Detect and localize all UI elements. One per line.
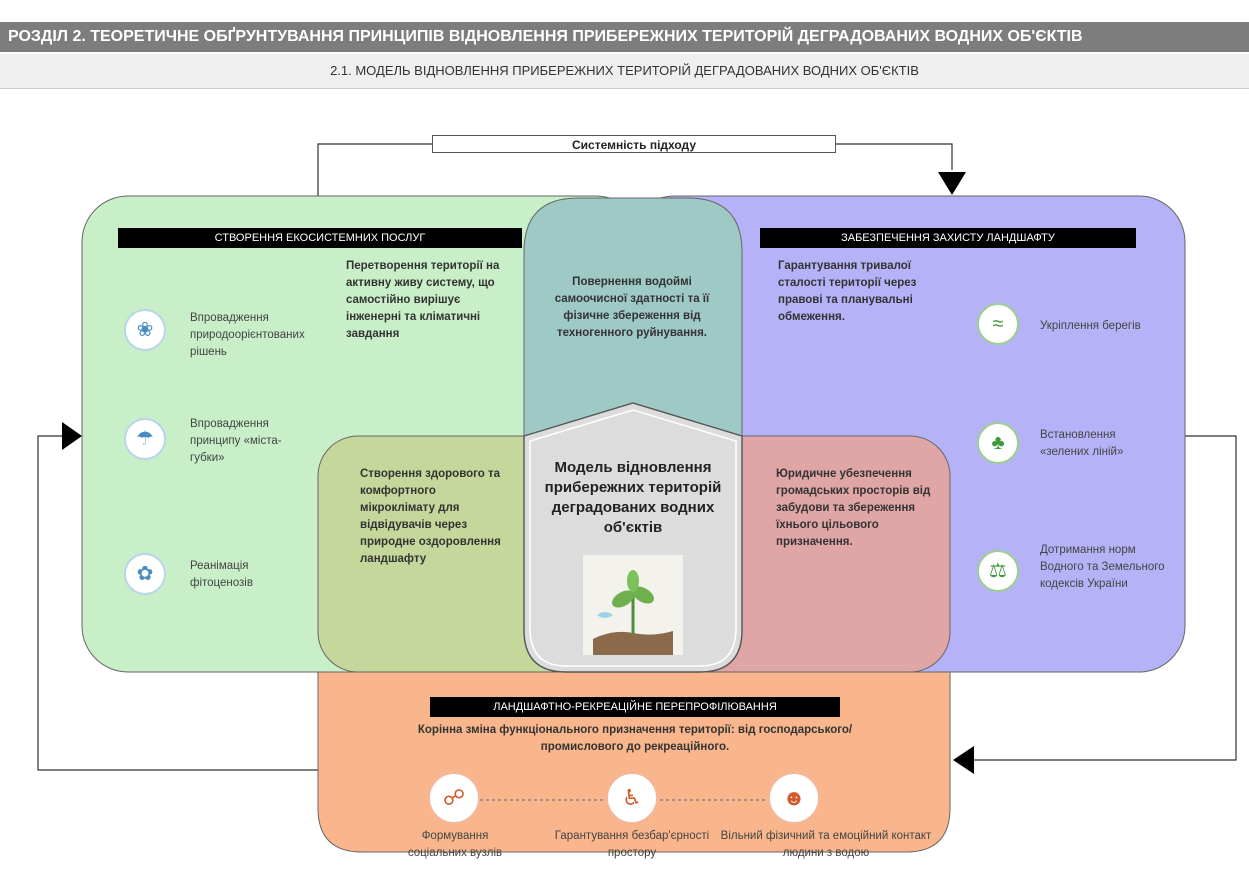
- leaf-icon: ❀: [124, 309, 166, 351]
- arrowhead-top: [938, 172, 966, 195]
- green-item-label: Реанімація фітоценозів: [190, 560, 253, 589]
- center-shield: [523, 402, 743, 673]
- accessibility-icon: ♿: [606, 772, 658, 824]
- orange-item-label: Вільний фізичний та емоційний контакт лю…: [720, 830, 932, 859]
- top-connector-right: [836, 143, 953, 170]
- olive-description: Створення здорового та комфортного мікро…: [360, 468, 501, 565]
- seedling-illustration: [583, 555, 683, 655]
- left-loop: [37, 435, 318, 771]
- orange-heading: ЛАНДШАФТНО-РЕКРЕАЦІЙНЕ ПЕРЕПРОФІЛЮВАННЯ: [430, 697, 840, 717]
- purple-item-label: Дотримання норм Водного та Земельного ко…: [1040, 544, 1165, 590]
- green-lines-icon: ♣: [977, 422, 1019, 464]
- top-connector-left: [317, 143, 432, 196]
- green-item-label: Впровадження принципу «міста-губки»: [190, 418, 282, 464]
- arrowhead-bottom: [953, 746, 974, 774]
- law-icon: ⚖: [977, 550, 1019, 592]
- arrowhead-left: [62, 422, 82, 450]
- red-description: Юридичне убезпечення громадських простор…: [776, 468, 931, 548]
- center-title: Модель відновлення прибережних територій…: [544, 459, 722, 536]
- orange-description: Корінна зміна функціонального призначенн…: [417, 724, 853, 753]
- right-loop: [972, 435, 1237, 761]
- subsection-header: 2.1. МОДЕЛЬ ВІДНОВЛЕННЯ ПРИБЕРЕЖНИХ ТЕРИ…: [0, 54, 1249, 89]
- teal-description: Повернення водоймі самоочисної здатності…: [554, 276, 710, 339]
- purple-item-label: Укріплення берегів: [1040, 320, 1141, 332]
- purple-heading: ЗАБЕЗПЕЧЕННЯ ЗАХИСТУ ЛАНДШАФТУ: [760, 228, 1136, 248]
- purple-description: Гарантування тривалої сталості території…: [778, 260, 917, 323]
- city-sponge-icon: ☂: [124, 418, 166, 460]
- green-heading: СТВОРЕННЯ ЕКОСИСТЕМНИХ ПОСЛУГ: [118, 228, 522, 248]
- water-contact-icon: ☻: [768, 772, 820, 824]
- shore-icon: ≈: [977, 303, 1019, 345]
- network-icon: ☍: [428, 772, 480, 824]
- green-description: Перетворення території на активну живу с…: [346, 260, 500, 340]
- section-header: РОЗДІЛ 2. ТЕОРЕТИЧНЕ ОБҐРУНТУВАННЯ ПРИНЦ…: [0, 22, 1249, 52]
- orange-item-label: Гарантування безбар'єрності простору: [554, 830, 710, 859]
- system-approach-label: Системність підходу: [432, 135, 836, 153]
- purple-item-label: Встановлення «зелених ліній»: [1040, 429, 1124, 458]
- plant-icon: ✿: [124, 553, 166, 595]
- orange-item-label: Формування соціальних вузлів: [407, 830, 503, 859]
- green-item-label: Впровадження природоорієнтованих рішень: [190, 312, 305, 358]
- feedback-arrows: [37, 143, 1237, 771]
